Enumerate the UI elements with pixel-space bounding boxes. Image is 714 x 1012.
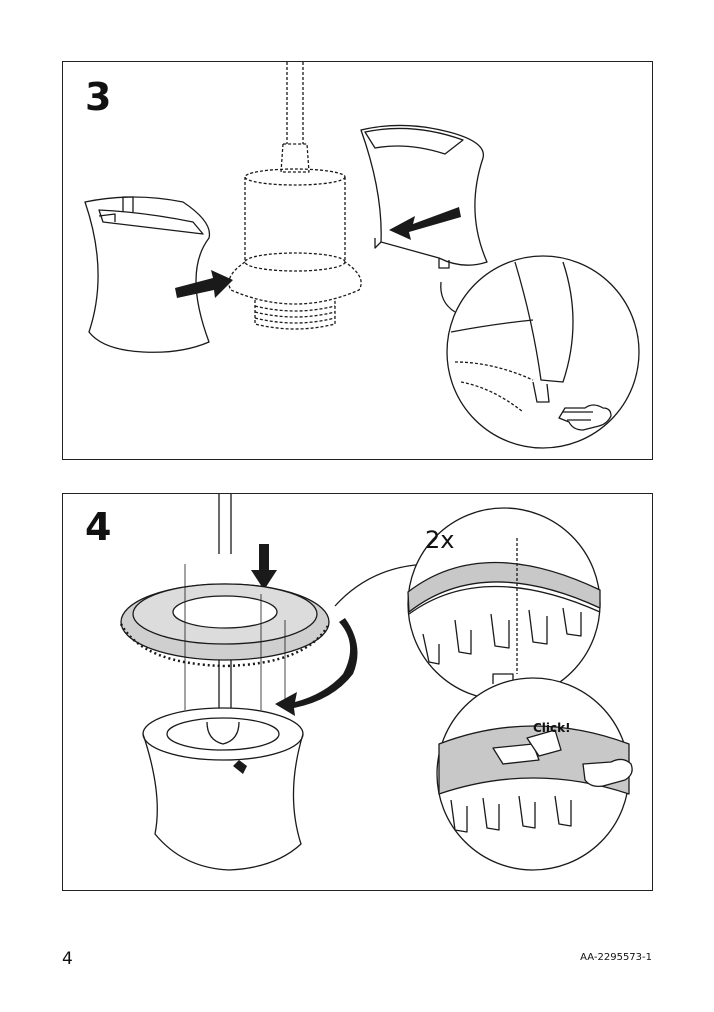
pendant-cord bbox=[218, 494, 232, 714]
quantity-label: 2x bbox=[425, 526, 454, 554]
shade-base bbox=[142, 707, 304, 871]
click-label: Click! bbox=[533, 721, 571, 735]
press-down-arrow-icon bbox=[251, 544, 277, 590]
detail-circle-ring-alignment bbox=[407, 507, 601, 701]
right-shade-half bbox=[360, 124, 488, 269]
step-number: 3 bbox=[85, 75, 112, 119]
step-number: 4 bbox=[85, 505, 112, 549]
insert-arrow-right-icon bbox=[389, 207, 461, 240]
pointing-hand-icon bbox=[558, 404, 612, 431]
step-3-panel: 3 bbox=[62, 61, 653, 460]
lamp-socket bbox=[228, 143, 362, 330]
pendant-cord bbox=[286, 62, 304, 144]
insert-arrow-left-icon bbox=[175, 270, 233, 298]
step-3-illustration bbox=[84, 62, 640, 449]
step-4-illustration: 2x Click! bbox=[119, 494, 633, 871]
locking-ring bbox=[119, 583, 331, 668]
alignment-guides bbox=[184, 564, 286, 710]
detail-circle-locking-tab bbox=[440, 255, 640, 449]
document-code: AA-2295573-1 bbox=[580, 952, 652, 963]
page-number: 4 bbox=[62, 949, 73, 969]
detail-circle-click-confirm bbox=[436, 677, 633, 871]
left-shade-half bbox=[84, 196, 211, 353]
pointing-hand-icon bbox=[582, 758, 633, 788]
step-4-panel: 4 bbox=[62, 493, 653, 891]
rotate-arrow-icon bbox=[275, 618, 358, 716]
